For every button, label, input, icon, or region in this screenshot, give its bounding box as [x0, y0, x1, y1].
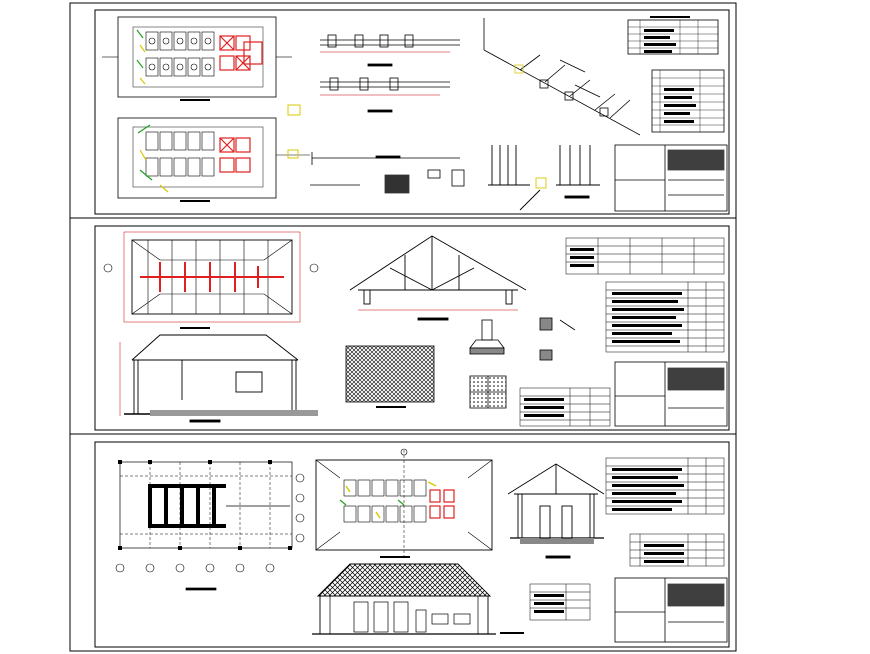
section-elevation [119, 334, 318, 423]
sheet-1 [70, 9, 736, 219]
cross-section [507, 463, 605, 559]
toilet-layout-plan [315, 448, 493, 560]
sheet-1-border [94, 9, 730, 215]
floor-plan [102, 16, 292, 101]
septic-detail [488, 145, 600, 211]
hatched-slab-plan [345, 345, 435, 408]
isometric-piping [483, 18, 641, 136]
schedule-text-fill-3 [534, 468, 684, 613]
roof-truss-elevation [349, 235, 527, 321]
floor-plan-copy [117, 104, 310, 202]
sheet-2 [70, 225, 736, 435]
schedule-tables [519, 237, 725, 427]
title-block-2 [614, 361, 728, 427]
foundation-grid-plan [115, 460, 305, 591]
drainage-profile [320, 34, 460, 67]
front-elevation [312, 563, 524, 635]
roof-framing-plan [103, 231, 319, 329]
outer-frame [69, 2, 737, 652]
title-block [614, 144, 728, 212]
schedule-tables-3 [529, 457, 725, 621]
elevation-detail [310, 152, 465, 194]
sheet-2-border [94, 225, 730, 431]
schedule-table-2 [651, 69, 725, 133]
schedule-table [627, 16, 719, 55]
drainage-profile-2 [320, 77, 450, 113]
sheet-3-border [94, 441, 730, 648]
title-block-3 [614, 577, 728, 643]
schedule-text-fill [524, 248, 684, 417]
sheet-3 [94, 441, 730, 648]
footing-details [469, 317, 576, 409]
